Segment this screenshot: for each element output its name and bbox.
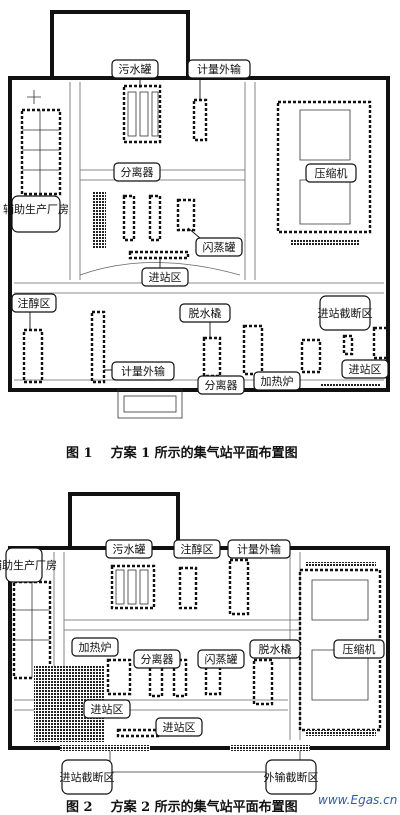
figure-2 — [8, 492, 390, 773]
fig2-label-dehydration-skid: 脱水橇 — [259, 642, 292, 656]
fig1-label-heater: 加热炉 — [261, 375, 294, 388]
fig1-label-auxiliary-building: 辅助生产厂房 — [3, 202, 69, 216]
fig2-label-flash-tank: 闪蒸罐 — [205, 652, 238, 666]
fig1-label-inlet-cutoff: 进站截断区 — [318, 306, 373, 320]
figure-1-caption: 图 1 方案 1 所示的集气站平面布置图 — [66, 442, 298, 461]
fig2-label-inlet-cutoff: 进站截断区 — [60, 770, 115, 784]
fig2-label-metering-export: 计量外输 — [237, 542, 281, 556]
fig1-label-separator: 分离器 — [121, 165, 154, 179]
fig2-label-separator: 分离器 — [141, 652, 174, 666]
figure-2-caption-text: 方案 2 所示的集气站平面布置图 — [110, 800, 298, 815]
figure-1 — [8, 10, 390, 419]
fig2-label-inlet-area-2: 进站区 — [163, 720, 196, 734]
fig1-label-separator-2: 分离器 — [205, 378, 238, 392]
fig1-label-flash-tank: 闪蒸罐 — [203, 240, 236, 254]
figure-2-caption: 图 2 方案 2 所示的集气站平面布置图 — [66, 796, 298, 815]
fig2-label-sewage-tank: 污水罐 — [113, 543, 146, 556]
fig2-label-auxiliary-building: 辅助生产厂房 — [0, 558, 57, 572]
fig1-label-compressor: 压缩机 — [315, 166, 348, 180]
fig1-label-methanol-injection: 注醇区 — [18, 296, 51, 310]
fig1-label-metering-export-2: 计量外输 — [121, 364, 165, 378]
fig1-label-inlet-area: 进站区 — [149, 270, 182, 284]
figure-1-caption-text: 方案 1 所示的集气站平面布置图 — [110, 446, 298, 461]
figure-1-caption-number: 图 1 — [66, 446, 93, 461]
fig1-label-metering-export: 计量外输 — [197, 62, 241, 76]
fig1-label-sewage-tank: 污水罐 — [119, 63, 152, 76]
fig1-label-dehydration-skid: 脱水橇 — [189, 306, 222, 320]
fig1-label-inlet-area-2: 进站区 — [349, 362, 382, 376]
fig2-label-compressor: 压缩机 — [343, 642, 376, 656]
fig2-label-inlet-area: 进站区 — [91, 702, 124, 716]
watermark: www.Egas.cn — [318, 793, 398, 807]
fig2-label-methanol-injection: 注醇区 — [181, 542, 214, 556]
fig2-label-heater: 加热炉 — [79, 641, 112, 654]
figure-2-caption-number: 图 2 — [66, 800, 93, 815]
fig2-label-export-cutoff: 外输截断区 — [264, 770, 319, 784]
